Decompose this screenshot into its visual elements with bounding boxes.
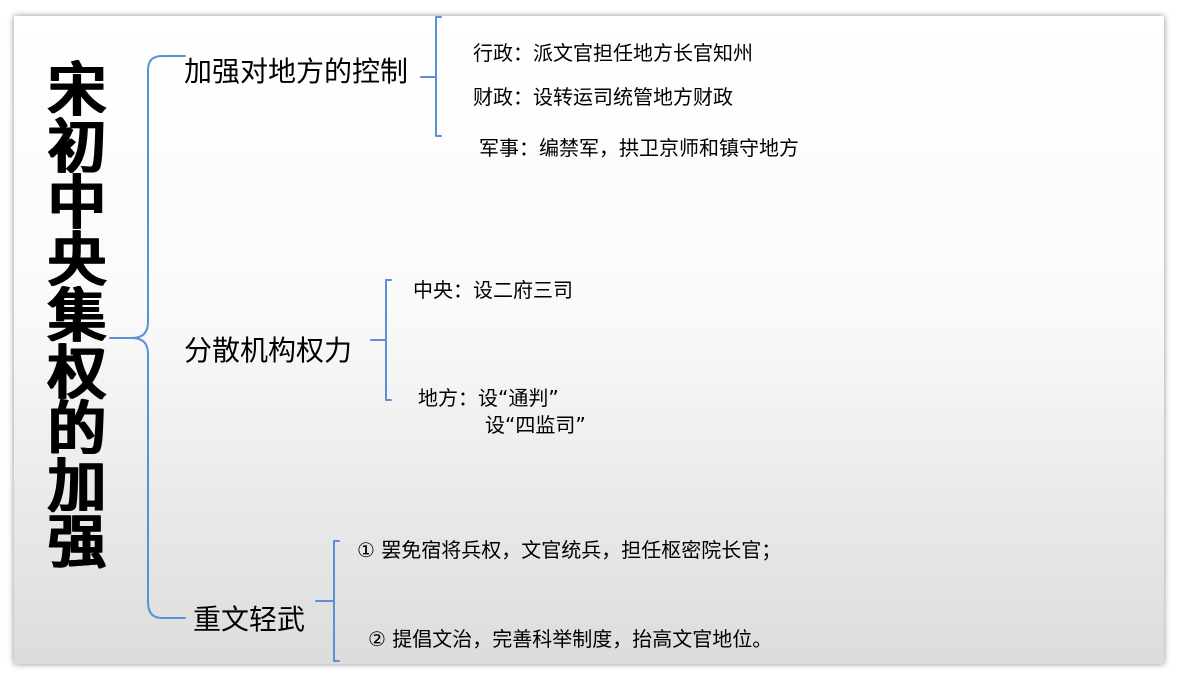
branch-civil-over-military: 重文轻武 xyxy=(193,603,306,636)
brace-branch-1 xyxy=(420,16,442,137)
main-title: 宋初中央集权的加强 xyxy=(47,56,106,576)
leaf-finance: 财政：设转运司统管地方财政 xyxy=(473,85,733,109)
brace-branch-3 xyxy=(315,540,340,662)
slide-background xyxy=(14,16,1164,664)
branch-local-control: 加强对地方的控制 xyxy=(184,55,409,88)
brace-branch-2 xyxy=(370,279,392,401)
leaf-local-jiansi: 设“四监司” xyxy=(485,413,586,437)
leaf-administration: 行政：派文官担任地方长官知州 xyxy=(473,41,753,65)
leaf-military: 军事：编禁军，拱卫京师和镇守地方 xyxy=(479,136,799,160)
leaf-point-1: ① 罢免宿将兵权，文官统兵，担任枢密院长官； xyxy=(357,538,782,562)
leaf-central: 中央：设二府三司 xyxy=(413,278,573,302)
leaf-local-tongpan: 地方：设“通判” xyxy=(418,386,559,410)
main-brace xyxy=(109,55,186,619)
leaf-point-2: ② 提倡文治，完善科举制度，抬高文官地位。 xyxy=(368,627,773,651)
branch-divide-power: 分散机构权力 xyxy=(184,334,353,367)
